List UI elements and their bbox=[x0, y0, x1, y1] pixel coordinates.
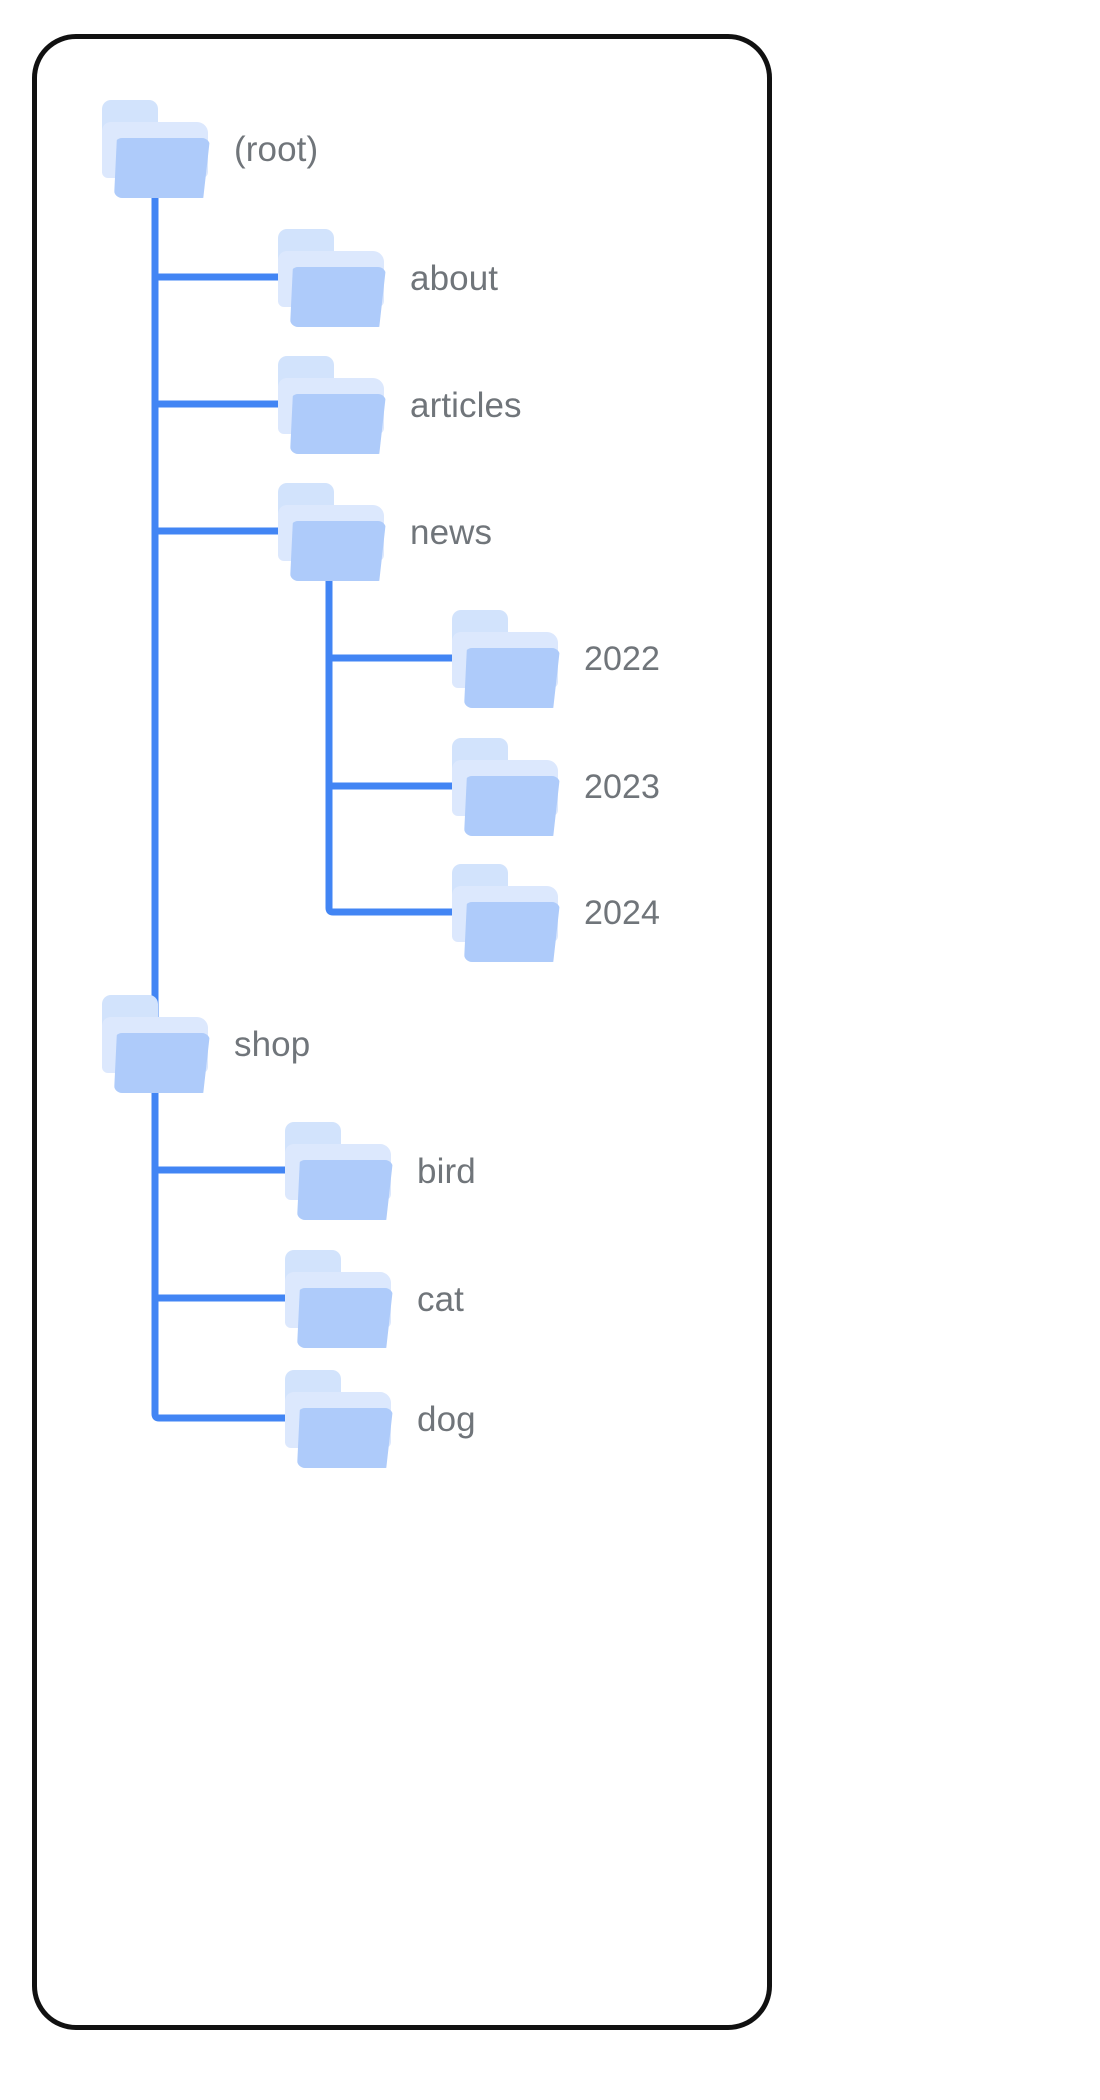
edge-shop-dog bbox=[151, 1404, 288, 1422]
tree-node-dog[interactable]: dog bbox=[283, 1370, 476, 1468]
tree-node-label: bird bbox=[417, 1151, 476, 1191]
tree-node-shop[interactable]: shop bbox=[100, 995, 310, 1093]
folder-icon bbox=[283, 1122, 395, 1220]
tree-node-cat[interactable]: cat bbox=[283, 1250, 464, 1348]
tree-node-label: 2023 bbox=[584, 768, 661, 806]
folder-icon bbox=[276, 229, 388, 327]
tree-node-news[interactable]: news bbox=[276, 483, 492, 581]
tree-node-root[interactable]: (root) bbox=[100, 100, 318, 198]
tree-node-label: about bbox=[410, 258, 499, 298]
tree-node-news-2024[interactable]: 2024 bbox=[450, 864, 660, 962]
folder-icon bbox=[450, 738, 562, 836]
tree-node-label: shop bbox=[234, 1024, 311, 1064]
tree-node-about[interactable]: about bbox=[276, 229, 498, 327]
folder-icon bbox=[100, 100, 212, 198]
edge-news-2024 bbox=[325, 899, 455, 916]
tree-node-label: cat bbox=[417, 1279, 464, 1319]
tree-node-articles[interactable]: articles bbox=[276, 356, 522, 454]
folder-icon bbox=[276, 356, 388, 454]
tree-connectors bbox=[151, 178, 455, 1422]
tree-node-label: news bbox=[410, 512, 493, 552]
folder-icon bbox=[283, 1370, 395, 1468]
tree-node-label: (root) bbox=[234, 129, 319, 169]
folder-icon bbox=[276, 483, 388, 581]
tree-node-label: 2024 bbox=[584, 894, 661, 932]
tree-node-bird[interactable]: bird bbox=[283, 1122, 476, 1220]
folder-icon bbox=[450, 864, 562, 962]
folder-icon bbox=[450, 610, 562, 708]
tree-node-news-2023[interactable]: 2023 bbox=[450, 738, 660, 836]
tree-node-label: articles bbox=[410, 385, 522, 425]
tree-node-news-2022[interactable]: 2022 bbox=[450, 610, 660, 708]
folder-icon bbox=[283, 1250, 395, 1348]
tree-node-label: dog bbox=[417, 1399, 476, 1439]
folder-icon bbox=[100, 995, 212, 1093]
tree-node-label: 2022 bbox=[584, 640, 661, 678]
